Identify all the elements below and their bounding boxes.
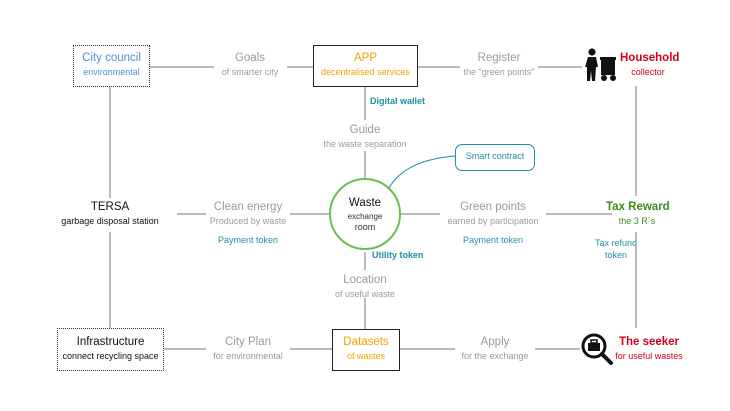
magnifier-briefcase-icon	[580, 332, 614, 371]
smart-contract-connector	[388, 155, 456, 189]
register-title: Register	[477, 52, 521, 64]
guide-subtitle: the waste separation	[323, 139, 407, 149]
payment-token-left: Payment token	[217, 235, 279, 245]
tersa-subtitle: garbage disposal station	[61, 216, 159, 226]
infrastructure-title: Infrastructure	[76, 336, 145, 348]
payment-token-right: Payment token	[462, 235, 524, 245]
city-council-subtitle: environmental	[83, 67, 140, 77]
guide-title: Guide	[349, 124, 381, 136]
tersa-title: TERSA	[90, 201, 130, 213]
city-council-title: City council	[82, 52, 141, 64]
smart-contract-label: Smart contract	[465, 151, 525, 161]
digital-wallet-label: Digital wallet	[370, 96, 426, 106]
clean-energy-subtitle: Produced by waste	[209, 216, 287, 226]
tax-refund-label-line2: token	[604, 250, 628, 260]
app-subtitle: decentralised services	[320, 67, 411, 77]
goals-subtitle: of smarter city	[221, 67, 279, 77]
waste-room-line2: exchange	[347, 212, 383, 221]
waste-room-title: Waste	[348, 197, 382, 209]
utility-token-label: Utility token	[372, 250, 424, 260]
location-subtitle: of useful waste	[334, 289, 396, 299]
waste-room-line3: room	[354, 222, 376, 232]
clean-energy-title: Clean energy	[213, 201, 283, 213]
tax-reward-title: Tax Reward	[606, 201, 670, 213]
household-subtitle: collector	[631, 67, 665, 77]
datasets-box[interactable]	[332, 329, 400, 371]
green-points-title: Green points	[460, 201, 526, 213]
household-title: Household	[620, 52, 680, 64]
apply-title: Apply	[480, 336, 510, 348]
apply-subtitle: for the exchange	[461, 351, 529, 361]
app-box[interactable]	[313, 45, 418, 87]
infrastructure-subtitle: connect recycling space	[62, 351, 159, 361]
smart-contract-box[interactable]	[455, 144, 535, 171]
datasets-subtitle: of wastes	[346, 351, 386, 361]
seeker-title: The seeker	[618, 336, 680, 348]
goals-title: Goals	[234, 52, 266, 64]
waste-room-circle	[329, 178, 401, 250]
datasets-title: Datasets	[343, 336, 389, 348]
city-plan-subtitle: for environmental	[213, 351, 283, 361]
infrastructure-box[interactable]	[57, 328, 164, 371]
tax-reward-subtitle: the 3 R´s	[618, 216, 656, 226]
household-icon	[583, 47, 621, 88]
app-title: APP	[353, 52, 377, 64]
seeker-subtitle: for useful wastes	[615, 351, 683, 361]
register-subtitle: the "green points"	[463, 67, 535, 77]
location-title: Location	[343, 274, 387, 286]
city-plan-title: City Plan	[224, 336, 272, 348]
tax-refund-label: Tax refund	[594, 238, 638, 248]
green-points-subtitle: earned by participation	[447, 216, 539, 226]
city-council-box[interactable]	[73, 45, 150, 87]
